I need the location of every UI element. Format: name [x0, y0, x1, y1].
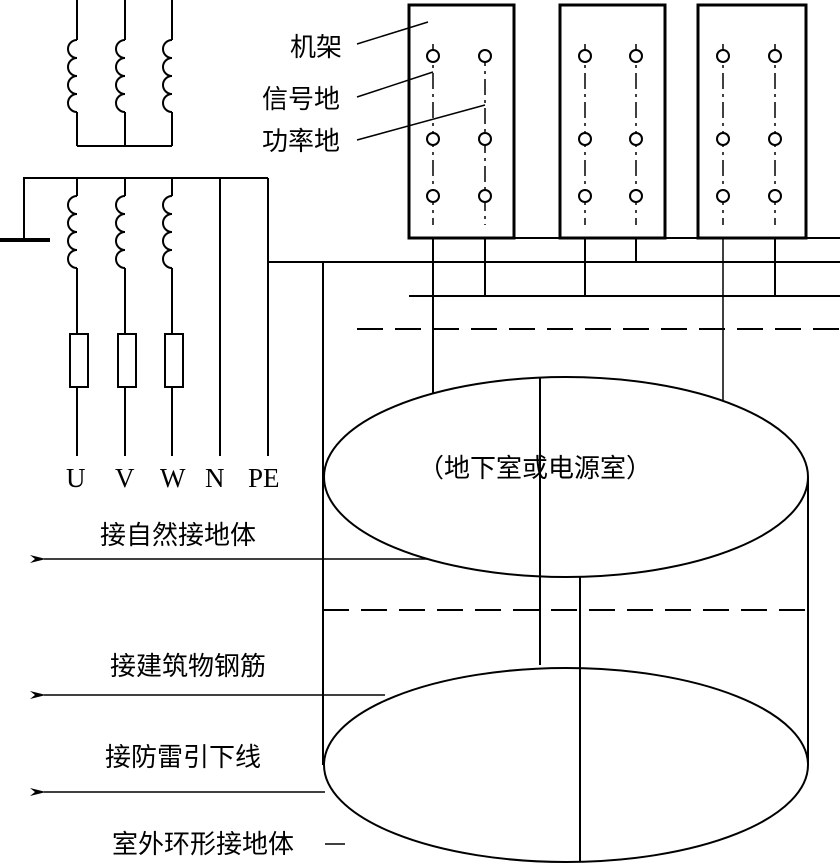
rack-1-terminals [426, 44, 492, 225]
rack-3 [696, 3, 808, 240]
terminal-v-label: V [115, 463, 135, 493]
terminal-w-label: W [160, 463, 186, 493]
natural-ground-label: 接自然接地体 [100, 521, 256, 551]
ring-ground-ellipse [323, 667, 809, 863]
rack-3-terminals [716, 44, 782, 225]
text-labels: 机架 信号地 功率地 （地下室或电源室） 接自然接地体 接建筑物钢筋 接防雷引下… [66, 33, 652, 860]
terminal-pe-label: PE [248, 463, 280, 493]
transformer-primary-windings [67, 0, 173, 147]
building-rebar-label: 接建筑物钢筋 [110, 652, 266, 682]
signal-ground-label: 信号地 [262, 85, 340, 115]
upper-ellipse [323, 376, 809, 578]
fuses [69, 333, 184, 388]
room-label: （地下室或电源室） [418, 454, 652, 484]
terminal-n-label: N [205, 463, 225, 493]
ring-ground-label: 室外环形接地体 [112, 830, 294, 860]
rack-label: 机架 [290, 33, 342, 63]
racks [407, 3, 808, 240]
rack-2 [558, 3, 667, 240]
basement-cylinder [322, 262, 809, 863]
label-leaders [356, 21, 486, 141]
power-ground-label: 功率地 [262, 127, 340, 157]
terminal-u-label: U [66, 463, 86, 493]
transformer-secondary-windings [0, 177, 269, 456]
outgoing-arrows [30, 555, 428, 845]
fuse-w [164, 333, 184, 388]
lightning-down-label: 接防雷引下线 [105, 743, 261, 773]
fuse-v [117, 333, 137, 388]
fuse-u [69, 333, 89, 388]
rack-2-terminals [578, 44, 643, 225]
ground-bus [268, 237, 840, 550]
